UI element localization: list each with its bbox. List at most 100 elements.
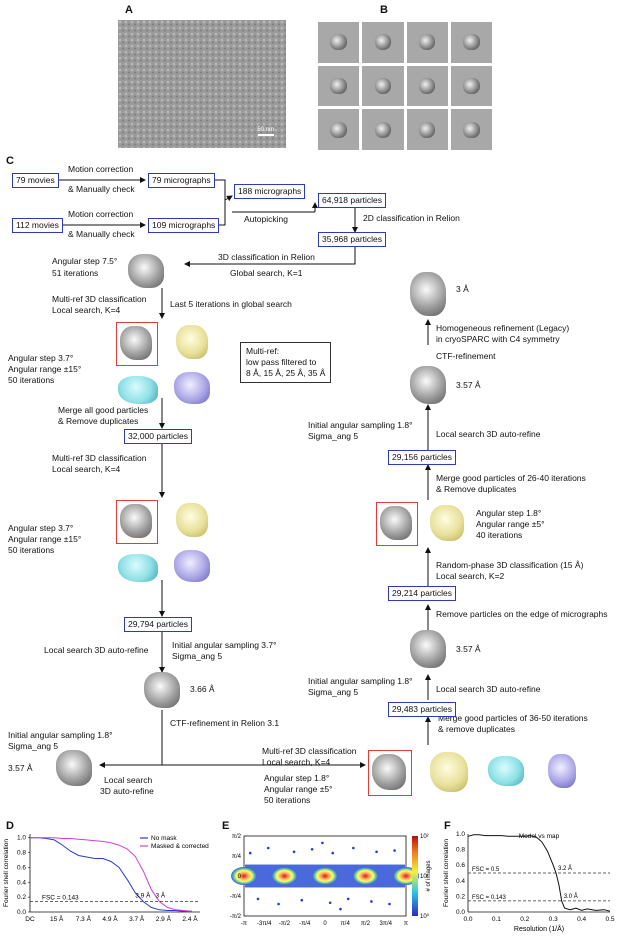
text-random-phase-l1: Random-phase 3D classification (15 Å) (436, 560, 584, 570)
text-multiref3-l2: Local search, K=4 (262, 757, 331, 767)
text-res-357a: 3.57 Å (8, 763, 33, 773)
text-last-5-iterations: Last 5 iterations in global search (170, 299, 292, 309)
density-map (120, 326, 152, 360)
box-32000-particles: 32,000 particles (124, 429, 193, 444)
density-map (176, 503, 208, 537)
density-map (174, 372, 210, 404)
colorbar-tick-label: 10² (420, 834, 429, 840)
text-global-search: Global search, K=1 (230, 268, 303, 278)
text-ang37b-l3: 50 iterations (8, 545, 55, 555)
scatter-point (256, 897, 260, 901)
text-merge1-l2: & Remove duplicates (58, 416, 139, 426)
y-tick-label: 0.2 (456, 893, 465, 900)
annotation-label: 3.2 Å (558, 865, 572, 872)
text-merge36-l2: & remove duplicates (438, 724, 516, 734)
annotation-label: 3 Å (155, 890, 165, 899)
density-hotspot (312, 867, 338, 885)
text-ang37a-l2: Angular range ±15° (8, 364, 82, 374)
text-motion2-l1: Motion correction (68, 209, 134, 219)
density-map (118, 376, 158, 404)
x-tick-label: 0.5 (605, 916, 614, 923)
panel-label-d: D (6, 820, 14, 832)
text-ang18c-l1: Angular step 1.8° (264, 773, 330, 783)
density-map (488, 756, 524, 786)
class-average (318, 109, 360, 150)
scatter-point (292, 850, 296, 854)
density-map (372, 754, 406, 790)
text-multiref2-l1: Multi-ref 3D classification (52, 453, 147, 463)
selected-class-box (116, 500, 158, 544)
flowchart-arrows (54, 177, 431, 768)
density-map (144, 672, 180, 708)
density-map (56, 750, 92, 786)
colorbar-tick-label: 10⁰ (420, 913, 430, 920)
y-tick-label: 0.0 (456, 909, 465, 916)
text-ang37a-l1: Angular step 3.7° (8, 353, 74, 363)
text-ang37b-l1: Angular step 3.7° (8, 523, 74, 533)
text-ang18c-l3: 50 iterations (264, 795, 311, 805)
legend-label: No mask (151, 835, 177, 842)
legend-label: Masked & corrected (151, 843, 209, 850)
scale-bar-label: 50 nm (257, 127, 274, 133)
text-merge1-l1: Merge all good particles (58, 405, 149, 415)
y-tick-label: -π/4 (230, 894, 242, 900)
y-tick-label: 0.8 (17, 850, 26, 857)
x-tick-label: -3π/4 (257, 921, 272, 927)
x-tick-label: 3π/4 (380, 921, 393, 927)
class-average (362, 22, 404, 63)
y-tick-label: 0.0 (17, 909, 26, 916)
x-tick-label: 2.9 Å (156, 914, 172, 923)
text-local-search-l2: 3D auto-refine (100, 786, 154, 796)
box-109-micrographs: 109 micrographs (148, 218, 220, 233)
x-tick-label: 3.7 Å (129, 914, 145, 923)
box-79-micrographs: 79 micrographs (148, 173, 215, 188)
text-local-search-l1: Local search (104, 775, 153, 785)
annotation-label: 3.9 Å (135, 890, 151, 899)
series-line-0 (30, 837, 192, 912)
text-autopicking: Autopicking (244, 214, 288, 224)
text-init18c-l1: Initial angular sampling 1.8° (308, 420, 413, 430)
scatter-point (393, 849, 396, 852)
scatter-point (277, 902, 280, 906)
class-average (318, 65, 360, 107)
text-ang-step-75-l2: 51 iterations (52, 268, 99, 278)
class-average (406, 65, 448, 107)
text-random-phase-l2: Local search, K=2 (436, 571, 505, 581)
density-map (128, 254, 164, 288)
text-merge36-l1: Merge good particles of 36-50 iterations (438, 713, 588, 723)
text-local-refine2: Local search 3D auto-refine (436, 684, 541, 694)
selected-class-box (368, 750, 412, 796)
colorbar-tick-label: 10¹ (420, 874, 429, 880)
y-tick-label: 0.4 (17, 879, 26, 886)
x-tick-label: 7.3 Å (76, 914, 92, 923)
scatter-point (266, 846, 270, 850)
y-tick-label: 1.0 (17, 835, 26, 842)
text-motion1-l1: Motion correction (68, 164, 134, 174)
panel-label-f: F (444, 820, 451, 832)
y-tick-label: 0.6 (456, 862, 465, 869)
x-tick-label: 0 (323, 921, 327, 927)
box-112-movies: 112 movies (12, 218, 63, 233)
colorbar (412, 836, 418, 916)
box-79-movies: 79 movies (12, 173, 59, 188)
x-tick-label: 0.4 (577, 916, 586, 923)
y-tick-label: -π/2 (230, 914, 242, 920)
y-tick-label: 0.4 (456, 878, 465, 885)
class-averages-grid (318, 22, 492, 150)
box-29483-particles: 29,483 particles (388, 702, 457, 717)
density-map (410, 366, 446, 404)
density-map (548, 754, 576, 788)
text-init18a-l1: Initial angular sampling 1.8° (8, 730, 113, 740)
scale-bar: 50 nm (257, 127, 274, 136)
x-tick-label: 2.4 Å (182, 914, 198, 923)
density-map (176, 325, 208, 359)
scatter-point (248, 851, 252, 855)
class-average (406, 109, 448, 150)
text-ang18d-l2: Angular range ±5° (476, 519, 545, 529)
text-init18b-l2: Sigma_ang 5 (308, 687, 359, 697)
text-homog-l1: Homogeneous refinement (Legacy) (436, 323, 570, 333)
density-hotspot (231, 867, 258, 885)
x-tick-label: π (404, 921, 408, 927)
